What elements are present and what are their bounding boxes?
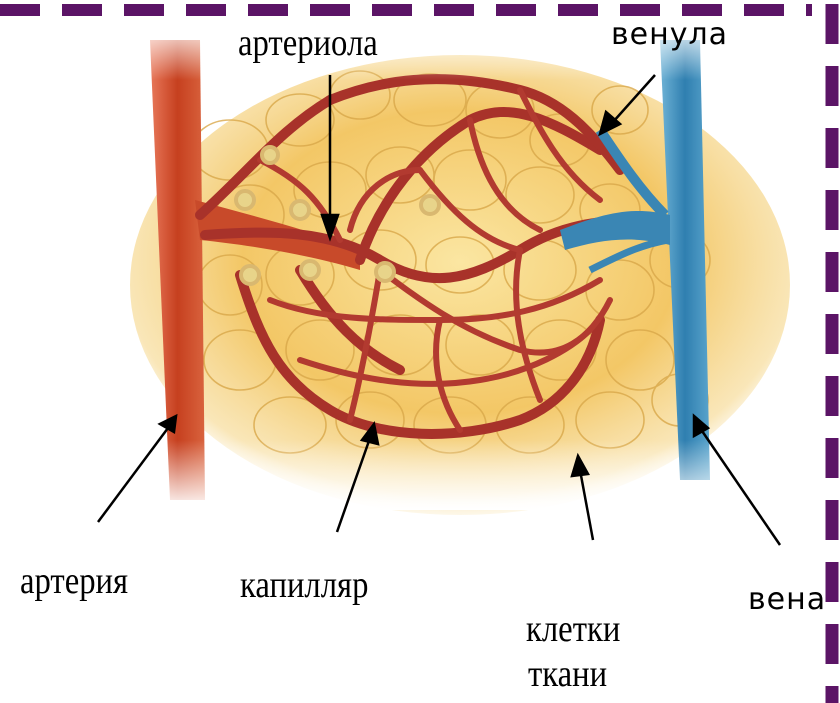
label-kletki-line2: ткани: [528, 655, 607, 693]
label-venula: венула: [611, 20, 728, 50]
label-vena: вена: [748, 585, 826, 615]
label-arteriola: артериола: [238, 24, 378, 62]
label-kapillyar: капилляр: [240, 566, 368, 604]
label-kletki-line1: клетки: [526, 610, 620, 648]
label-arteriya: артерия: [20, 562, 128, 600]
